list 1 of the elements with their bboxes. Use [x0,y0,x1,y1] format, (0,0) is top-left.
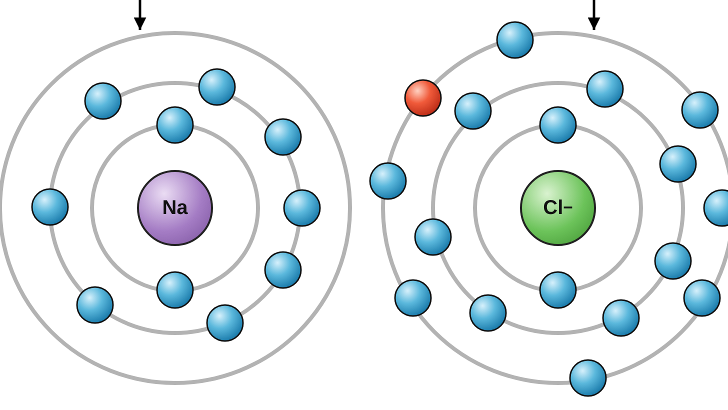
nucleus-circle: Na [137,170,213,246]
